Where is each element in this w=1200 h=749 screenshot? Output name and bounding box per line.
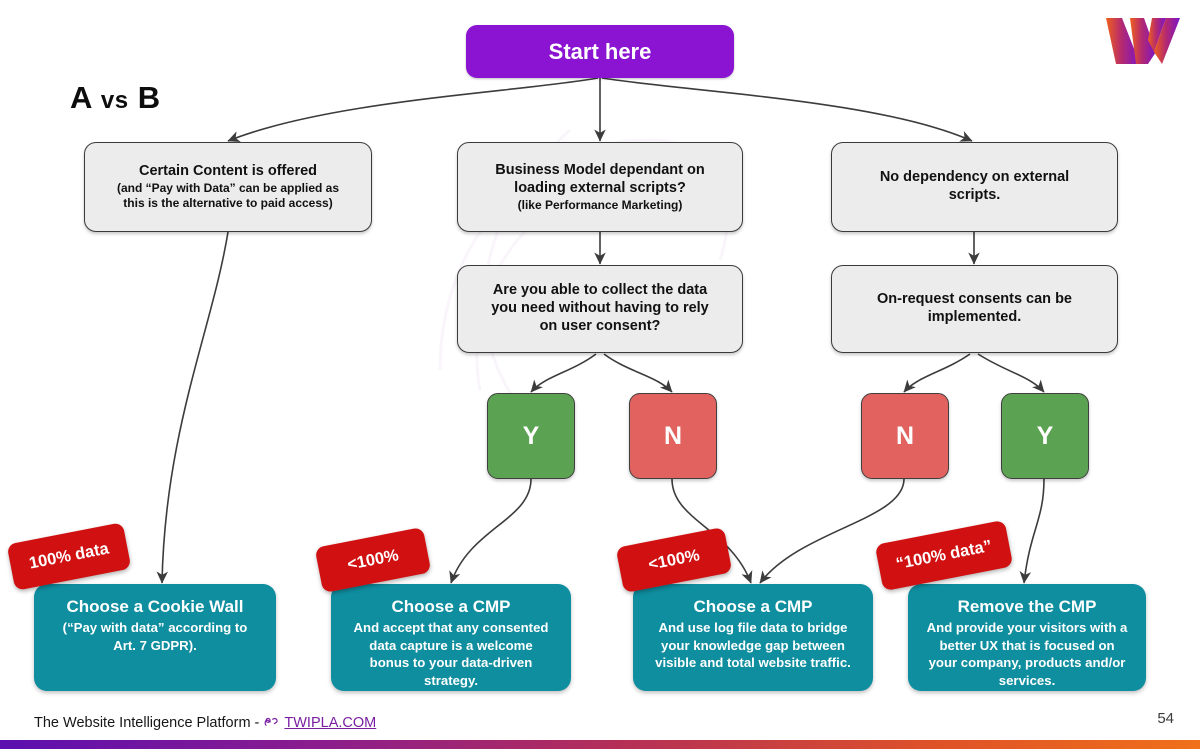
- question-line-2: scripts.: [948, 187, 1001, 203]
- title-a: A: [70, 80, 92, 115]
- outcome-body-2: better UX that is focused on: [939, 637, 1115, 653]
- followup-line-1: Are you able to collect the data: [492, 282, 708, 299]
- outcome-body-2: data capture is a welcome: [369, 637, 533, 653]
- question-line-1: No dependency on external: [879, 169, 1070, 186]
- node-question-business-model[interactable]: Business Model dependant on loading exte…: [457, 142, 743, 232]
- question-line-1: Business Model dependant on: [495, 161, 705, 178]
- question-line-2: loading external scripts?: [514, 179, 686, 196]
- question-line-2: (and “Pay with Data” can be applied as: [116, 181, 340, 196]
- node-outcome-cmp-logfile[interactable]: Choose a CMP And use log file data to br…: [633, 584, 873, 691]
- footer-text: The Website Intelligence Platform -: [34, 715, 260, 731]
- node-question-collect-data[interactable]: Are you able to collect the data you nee…: [457, 265, 743, 353]
- node-statement-no-dependency[interactable]: No dependency on external scripts.: [831, 142, 1118, 232]
- decision-label: N: [895, 421, 915, 450]
- followup-line-2: you need without having to rely: [491, 300, 709, 317]
- page-number: 54: [1157, 710, 1174, 727]
- followup-line-1: On-request consents can be: [877, 291, 1072, 308]
- node-start-here[interactable]: Start here: [466, 25, 734, 78]
- tag-remove-cmp-100-data: “100% data”: [874, 519, 1014, 592]
- footer: The Website Intelligence Platform - TWIP…: [34, 715, 376, 731]
- tag-label: <100%: [345, 545, 401, 574]
- followup-line-2: implemented.: [927, 309, 1022, 325]
- outcome-body-1: And accept that any consented: [353, 620, 549, 636]
- node-decision-right-no[interactable]: N: [861, 393, 949, 479]
- twipla-link[interactable]: TWIPLA.COM: [284, 715, 377, 731]
- node-question-certain-content[interactable]: Certain Content is offered (and “Pay wit…: [84, 142, 372, 232]
- outcome-body-1: And provide your visitors with a: [926, 620, 1128, 636]
- outcome-body-2: your knowledge gap between: [661, 637, 845, 653]
- node-decision-mid-no[interactable]: N: [629, 393, 717, 479]
- page-title: A vs B: [70, 80, 161, 116]
- outcome-body-3: bonus to your data-driven: [369, 655, 533, 671]
- node-decision-mid-yes[interactable]: Y: [487, 393, 575, 479]
- outcome-body-1: (“Pay with data” according to: [62, 620, 248, 636]
- node-outcome-cmp-accept[interactable]: Choose a CMP And accept that any consent…: [331, 584, 571, 691]
- question-line-3: this is the alternative to paid access): [123, 195, 333, 210]
- outcome-heading: Choose a CMP: [693, 597, 813, 616]
- start-label: Start here: [548, 38, 652, 64]
- outcome-body-1: And use log file data to bridge: [658, 620, 848, 636]
- outcome-body-3: your company, products and/or: [928, 655, 1126, 671]
- outcome-heading: Choose a Cookie Wall: [66, 597, 244, 616]
- outcome-body-3: visible and total website traffic.: [655, 655, 851, 671]
- title-b: B: [137, 80, 161, 115]
- outcome-heading: Choose a CMP: [391, 597, 511, 616]
- question-line-3: (like Performance Marketing): [517, 197, 683, 212]
- title-vs: vs: [100, 87, 129, 114]
- decision-label: Y: [1036, 421, 1054, 450]
- outcome-body-2: Art. 7 GDPR).: [113, 637, 197, 653]
- tag-cookie-wall-100-data: 100% data: [6, 522, 132, 591]
- bottom-gradient-bar: [0, 740, 1200, 749]
- twipla-w-logo: [1106, 18, 1180, 64]
- link-icon: [264, 717, 278, 726]
- question-line-1: Certain Content is offered: [138, 163, 318, 180]
- outcome-body-4: services.: [998, 672, 1056, 688]
- decision-label: N: [663, 421, 683, 450]
- followup-line-3: on user consent?: [539, 317, 661, 334]
- node-statement-on-request-consents[interactable]: On-request consents can be implemented.: [831, 265, 1118, 353]
- node-outcome-remove-cmp[interactable]: Remove the CMP And provide your visitors…: [908, 584, 1146, 691]
- outcome-heading: Remove the CMP: [957, 597, 1097, 616]
- node-decision-right-yes[interactable]: Y: [1001, 393, 1089, 479]
- tag-label: <100%: [646, 545, 702, 574]
- tag-label: 100% data: [27, 539, 111, 573]
- outcome-body-4: strategy.: [424, 672, 478, 688]
- node-outcome-cookie-wall[interactable]: Choose a Cookie Wall (“Pay with data” ac…: [34, 584, 276, 691]
- decision-label: Y: [522, 421, 540, 450]
- tag-label: “100% data”: [894, 536, 994, 574]
